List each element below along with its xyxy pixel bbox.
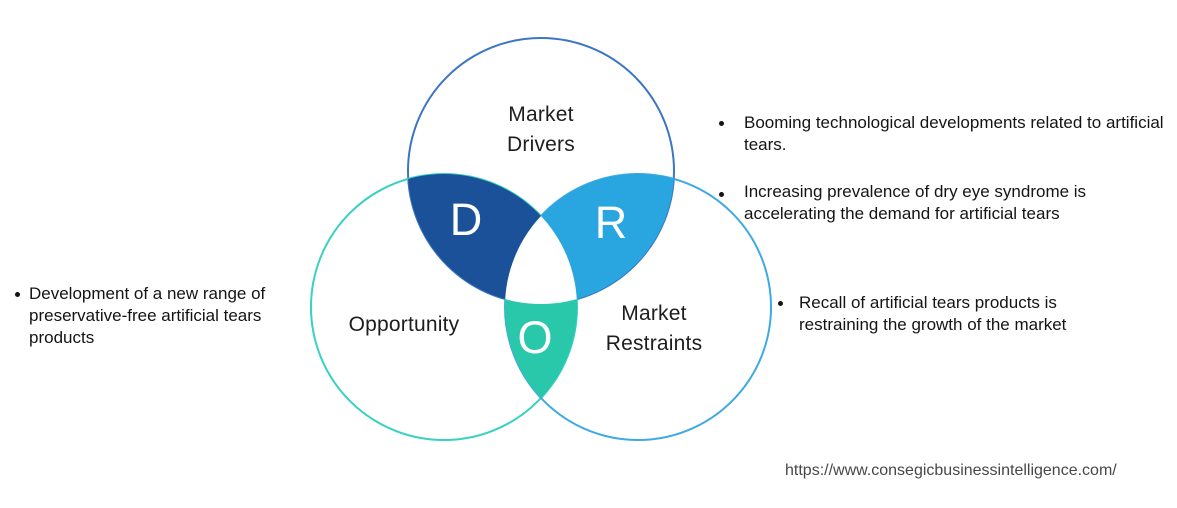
drivers-label: Market Drivers [507, 103, 575, 156]
restraints-label: Market Restraints [605, 302, 703, 355]
restraints-bullet-item: Recall of artificial tears products is r… [778, 292, 1138, 336]
drivers-restraints-lens [505, 174, 674, 304]
bullet-dot [719, 192, 724, 197]
bullet-dot [719, 121, 724, 126]
bullet-dot [15, 292, 20, 297]
drivers-bullet-item: Booming technological developments relat… [719, 112, 1169, 156]
opportunity-label: Opportunity [348, 313, 460, 336]
letter-r: R [594, 197, 628, 248]
drivers-opportunity-lens [408, 174, 577, 304]
drivers-bullet-text: Increasing prevalence of dry eye syndrom… [744, 182, 1087, 223]
opportunity-bullet-text: Development of a new range of preservati… [29, 284, 266, 347]
letter-o: O [517, 312, 553, 363]
opportunity-bullet-item: Development of a new range of preservati… [15, 283, 307, 349]
letter-d: D [449, 194, 483, 245]
restraints-bullet-text: Recall of artificial tears products is r… [799, 293, 1067, 334]
drivers-bullet-item: Increasing prevalence of dry eye syndrom… [719, 181, 1169, 225]
source-url: https://www.consegicbusinessintelligence… [785, 462, 1117, 479]
bullet-dot [778, 301, 783, 306]
drivers-bullet-text: Booming technological developments relat… [744, 113, 1164, 154]
